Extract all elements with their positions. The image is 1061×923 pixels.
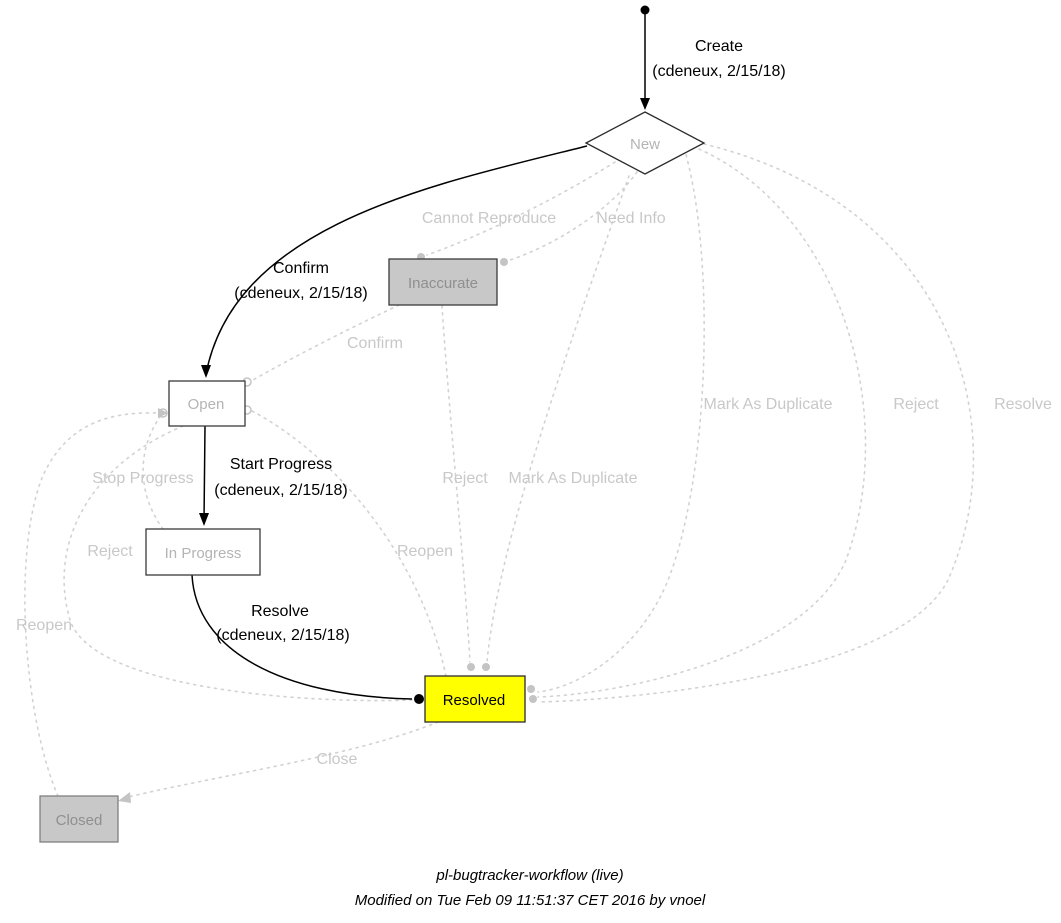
edge-arrow-start-progress [199, 513, 209, 526]
node-new [584, 111, 706, 175]
edge-reopen-mid-label: Reopen [397, 543, 453, 560]
edge-reject-left-label: Reject [87, 543, 133, 560]
edge-need-info [509, 171, 638, 261]
edge-cannot-reproduce [426, 161, 616, 256]
edge-reopen-left-label: Reopen [16, 617, 72, 634]
edge-endpoint-dot [529, 695, 537, 703]
edge-endpoint-dot [467, 663, 475, 671]
node-in-progress [145, 528, 261, 576]
edge-need-info-label: Need Info [596, 210, 665, 227]
node-in-progress-label: In Progress [165, 545, 242, 562]
edge-reject-right [537, 148, 867, 698]
node-open-label: Open [188, 396, 225, 413]
edge-confirm-detail: (cdeneux, 2/15/18) [234, 285, 367, 302]
edge-resolve-right [537, 143, 975, 703]
node-resolved-label: Resolved [443, 692, 506, 709]
edge-create-label: Create [695, 38, 743, 55]
node-closed-label: Closed [56, 812, 103, 829]
edge-confirm-label: Confirm [273, 260, 329, 277]
edge-stop-progress-label: Stop Progress [92, 470, 193, 487]
edge-arrow-confirm [201, 365, 211, 378]
node-new-label: New [630, 136, 660, 153]
edge-arrow-create [640, 98, 650, 110]
edge-reject-mid-label: Reject [442, 470, 488, 487]
edge-confirm-new-open [205, 145, 588, 375]
edge-close-label: Close [317, 751, 358, 768]
edge-stop-progress [142, 416, 164, 530]
edge-endpoint-dot [500, 258, 508, 266]
node-closed [39, 795, 119, 843]
node-open [168, 380, 246, 427]
edge-resolve-in-progress [191, 574, 413, 700]
edge-mark-as-duplicate-right [537, 154, 705, 693]
node-resolved [424, 675, 526, 723]
edge-resolve-right-label: Resolve [994, 396, 1052, 413]
edge-mark-as-duplicate-right-label: Mark As Duplicate [704, 396, 833, 413]
edge-start-progress-detail: (cdeneux, 2/15/18) [214, 482, 347, 499]
edge-start-progress-label: Start Progress [230, 456, 332, 473]
edge-mark-as-duplicate-mid [486, 175, 630, 663]
edge-mark-as-duplicate-mid-label: Mark As Duplicate [509, 470, 638, 487]
node-inaccurate [388, 258, 498, 306]
start-state-dot [640, 5, 650, 15]
edge-endpoint-dot [527, 685, 535, 693]
edge-reject-right-label: Reject [893, 396, 939, 413]
edge-resolve-detail: (cdeneux, 2/15/18) [216, 627, 349, 644]
edge-cannot-reproduce-label: Cannot Reproduce [422, 210, 556, 227]
edge-resolve-label: Resolve [251, 603, 309, 620]
diagram-title: pl-bugtracker-workflow (live) [435, 867, 623, 884]
edge-reject-mid [441, 305, 471, 663]
edge-arrow-close-closed [118, 792, 131, 803]
edge-reopen-closed-open [24, 412, 159, 797]
edge-reject-left [63, 425, 414, 702]
edge-create-detail: (cdeneux, 2/15/18) [652, 63, 785, 80]
edge-start-progress [203, 425, 206, 522]
diagram-modified-caption: Modified on Tue Feb 09 11:51:37 CET 2016… [355, 892, 706, 909]
node-inaccurate-label: Inaccurate [408, 275, 478, 292]
edge-endpoint-resolve-dot [414, 694, 424, 704]
edge-reopen-resolved-open [251, 410, 447, 677]
edge-confirm-inaccurate-label: Confirm [347, 335, 403, 352]
edge-arrow-reopen-open [158, 408, 168, 418]
edge-confirm-inaccurate-open [252, 304, 400, 381]
edge-endpoint-dot [482, 663, 490, 671]
edge-close [123, 721, 439, 799]
